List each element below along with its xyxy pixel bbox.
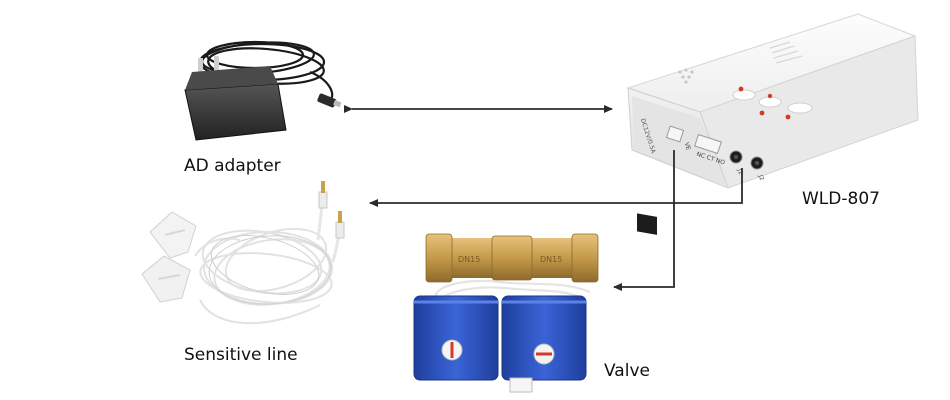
device-button xyxy=(758,96,782,108)
jack-2-label: J2 xyxy=(756,173,765,182)
power-jack xyxy=(637,213,657,235)
device-button xyxy=(732,89,756,101)
buzzer-holes xyxy=(678,68,694,84)
arrow-device-sensor xyxy=(369,168,743,207)
sensor-jack-2-hole xyxy=(755,161,759,165)
port-ve xyxy=(665,125,685,143)
valve-connector xyxy=(509,377,533,393)
valve-pipe-right-nut xyxy=(571,233,599,283)
valve-actuator-left xyxy=(413,295,499,381)
ad-adapter-image xyxy=(184,40,342,141)
adapter-face xyxy=(185,66,278,90)
sensor-cable-coil-shadow xyxy=(208,235,332,305)
dc-plug-tip xyxy=(333,100,342,108)
adapter-body xyxy=(184,83,287,141)
valve-pipe-center-nut xyxy=(491,235,533,281)
sensor-plug-tip xyxy=(321,181,325,193)
valve-marking-right: DN15 xyxy=(540,255,562,264)
indicator-light xyxy=(759,110,765,116)
device-button xyxy=(787,102,813,114)
valve-label: Valve xyxy=(604,361,650,381)
sensitive-line-image xyxy=(141,181,345,325)
dc-plug xyxy=(317,93,337,108)
indicator-light xyxy=(785,114,791,120)
sensor-plug-tip xyxy=(338,211,342,223)
connection-arrows xyxy=(344,105,743,291)
valve-marking-left: DN15 xyxy=(458,255,480,264)
adapter-prong xyxy=(198,58,203,80)
sensor-probe-slot xyxy=(164,229,186,236)
sensor-plug xyxy=(335,221,345,239)
sensor-probe xyxy=(149,211,197,259)
sensitive-line-label: Sensitive line xyxy=(184,345,298,365)
sensor-plug-cable xyxy=(331,235,341,263)
port-valve xyxy=(694,133,722,155)
arrow-device-valve xyxy=(613,150,675,291)
sensor-probe-slot xyxy=(157,274,181,280)
sensor-cable-coil xyxy=(194,227,333,325)
valve-wires xyxy=(434,279,591,305)
indicator-light xyxy=(767,93,773,99)
indicator-light xyxy=(738,86,744,92)
adapter-prong xyxy=(214,56,219,78)
sensor-jack-1-hole xyxy=(734,155,738,159)
port-ve-label: VE xyxy=(683,141,692,151)
sensor-probe xyxy=(141,255,191,303)
wld-807-device-image: DC12V/0.5A VE NC CT NO J1 J2 xyxy=(626,13,919,235)
sensor-plug xyxy=(318,191,328,209)
jack-1-label: J1 xyxy=(735,167,744,176)
valve-image: DN15 DN15 xyxy=(413,233,599,393)
valve-pipe-left-nut xyxy=(425,233,453,283)
adapter-label: AD adapter xyxy=(184,156,281,176)
valve-actuator-right xyxy=(501,295,587,381)
sensor-plug-cable xyxy=(316,204,324,241)
device-label: WLD-807 xyxy=(802,189,880,209)
vent-lines xyxy=(769,41,803,64)
